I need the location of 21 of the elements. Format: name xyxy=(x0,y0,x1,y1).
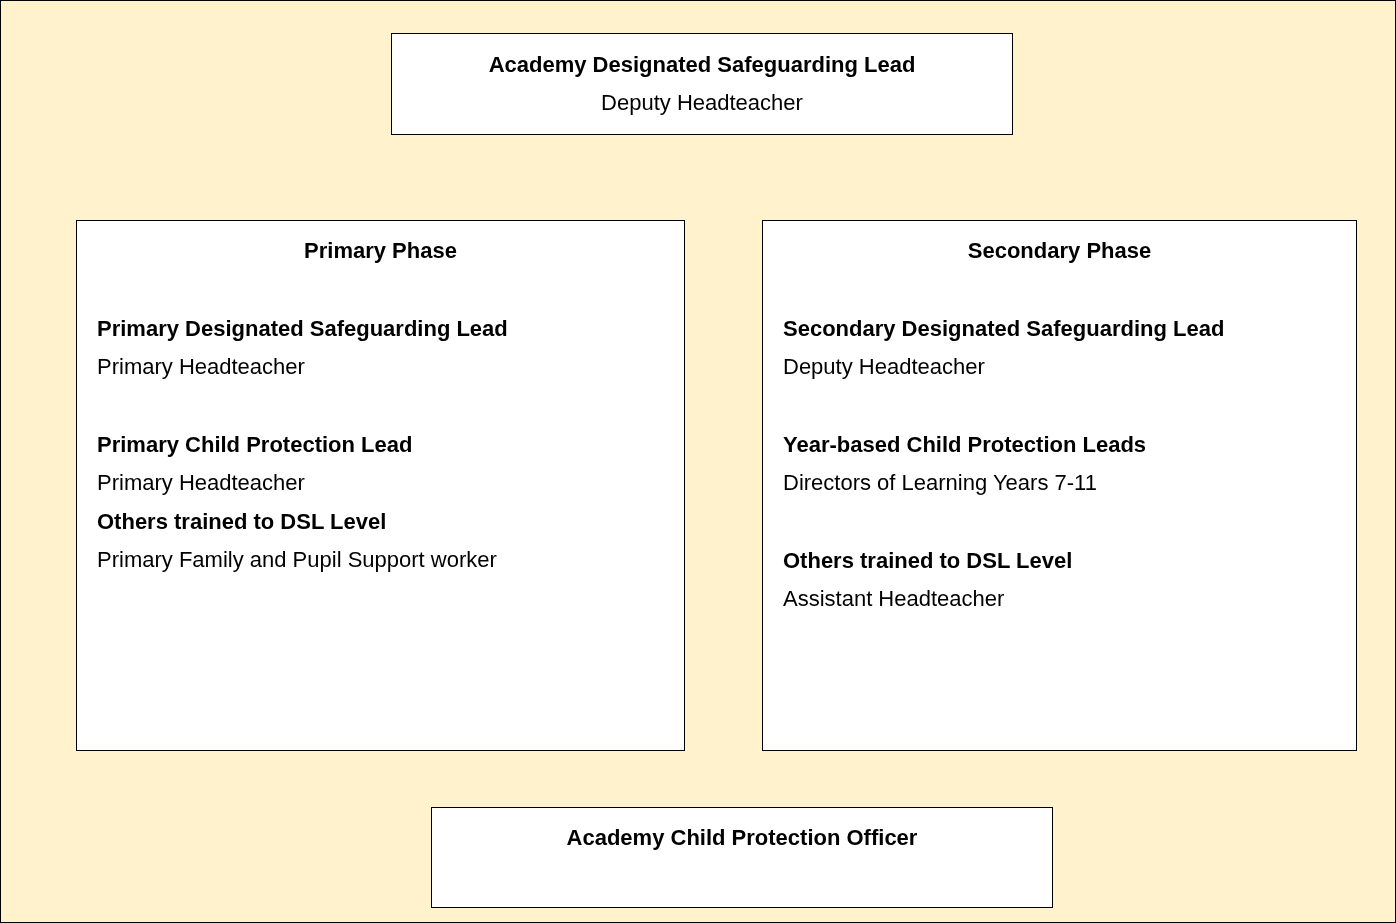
role-title: Primary Child Protection Lead xyxy=(97,431,413,459)
panel-heading: Primary Phase xyxy=(303,237,458,265)
role-title: Academy Designated Safeguarding Lead xyxy=(487,51,917,79)
post-name: Directors of Learning Years 7-11 xyxy=(783,469,1097,497)
post-name: Primary Headteacher xyxy=(97,469,305,497)
role-title: Year-based Child Protection Leads xyxy=(783,431,1147,459)
role-box xyxy=(431,807,1053,908)
post-name: Deputy Headteacher xyxy=(783,353,985,381)
panel-heading: Secondary Phase xyxy=(966,237,1153,265)
post-name: Deputy Headteacher xyxy=(600,89,804,117)
post-name: Primary Headteacher xyxy=(97,353,305,381)
post-name: Assistant Headteacher xyxy=(783,585,1005,613)
role-title: Others trained to DSL Level xyxy=(783,547,1073,575)
role-title: Others trained to DSL Level xyxy=(97,508,387,536)
role-title: Academy Child Protection Officer xyxy=(565,824,919,852)
role-title: Primary Designated Safeguarding Lead xyxy=(97,315,508,343)
post-name: Primary Family and Pupil Support worker xyxy=(97,546,497,574)
phase-panel xyxy=(762,220,1357,751)
role-title: Secondary Designated Safeguarding Lead xyxy=(783,315,1225,343)
phase-panel xyxy=(76,220,685,751)
role-box xyxy=(391,33,1013,135)
